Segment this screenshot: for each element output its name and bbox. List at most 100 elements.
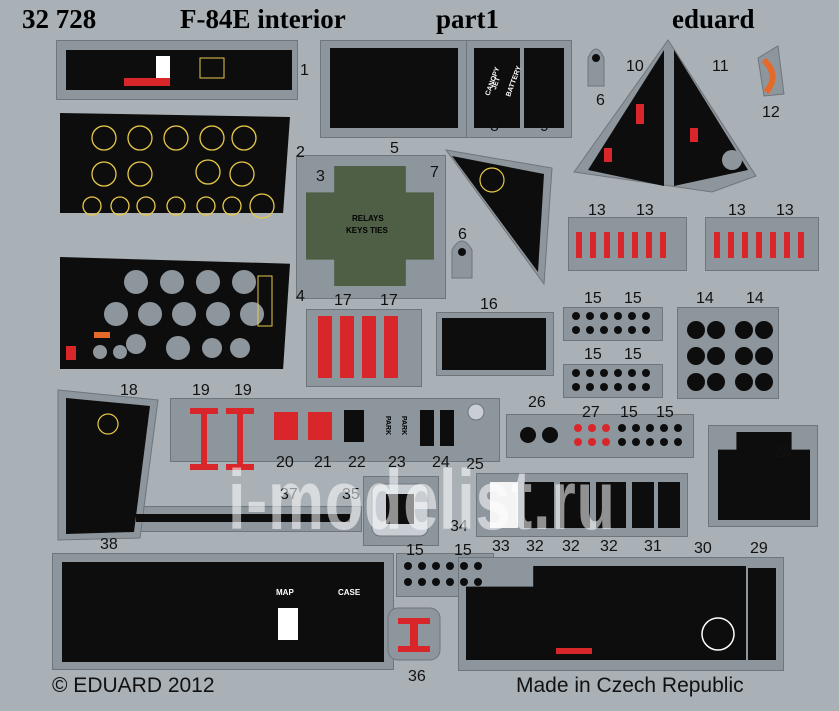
set-code: 32 728 (22, 4, 97, 34)
part-number: 21 (314, 454, 332, 471)
part-number: 7 (430, 164, 439, 181)
part-number: 15 (620, 404, 638, 421)
part-number: 32 (562, 538, 580, 555)
part-16-panel (442, 318, 546, 370)
part-13-switches (576, 232, 804, 258)
frame-part-6a (587, 48, 605, 87)
part-24a (420, 410, 434, 446)
part-4-red-mark (66, 346, 76, 360)
set-part: part1 (436, 4, 499, 34)
part-26-dial-1 (520, 427, 536, 443)
part-number: 14 (696, 290, 714, 307)
watermark: i-modelist.ru (228, 453, 616, 547)
part-1-yellow-box (199, 57, 225, 79)
part-number: 17 (380, 292, 398, 309)
part-number: 25 (466, 456, 484, 473)
part-number: 15 (656, 404, 674, 421)
part-29-panel (748, 568, 776, 660)
part-12-orange (761, 57, 776, 94)
part-number: 22 (348, 454, 366, 471)
brand-logo: eduard (672, 4, 755, 34)
part-number: 24 (432, 454, 450, 471)
part-32b (560, 482, 590, 528)
copyright-text: © EDUARD 2012 (52, 674, 215, 697)
part-30-red-strip (556, 648, 592, 654)
map-label: MAP (276, 588, 294, 597)
part-number: 12 (762, 104, 780, 121)
part-6a-hole (592, 54, 600, 62)
part-number: 6 (596, 92, 605, 109)
part-22 (344, 410, 364, 442)
part-33 (490, 482, 518, 528)
part-21 (308, 412, 332, 440)
part-9-panel (524, 48, 564, 128)
part-number: 2 (296, 144, 305, 161)
part-number: 28 (774, 444, 792, 461)
part-number: 15 (584, 290, 602, 307)
frame-part-6b (451, 240, 473, 279)
part-number: 13 (636, 202, 654, 219)
part-36-red (398, 618, 430, 652)
part-number: 15 (624, 290, 642, 307)
part-37-strip (136, 514, 350, 522)
part-number: 9 (540, 118, 549, 135)
part-31b (658, 482, 680, 528)
part-number: 37 (280, 486, 298, 503)
part-number: 32 (526, 538, 544, 555)
part-10-red-mark (636, 104, 644, 124)
keys-ties-label: KEYS TIES (346, 226, 388, 235)
part-number: 36 (408, 668, 426, 685)
part-31a (632, 482, 654, 528)
part-8-canopy-panel (474, 48, 520, 128)
part-32a (524, 482, 554, 528)
part-number: 27 (582, 404, 600, 421)
part-number: 19 (234, 382, 252, 399)
part-number: 16 (480, 296, 498, 313)
part-30-dial (701, 617, 735, 651)
part-38-panel (62, 562, 384, 662)
part-number: 31 (644, 538, 662, 555)
part-20 (274, 412, 298, 440)
relays-label: RELAYS (352, 214, 384, 223)
part-number: 38 (100, 536, 118, 553)
part-number: 30 (694, 540, 712, 557)
part-14-dots (687, 321, 773, 391)
part-35-face (386, 494, 414, 524)
part-number: 13 (776, 202, 794, 219)
part-number: 13 (728, 202, 746, 219)
part-number: 3 (316, 168, 325, 185)
part-number: 4 (296, 288, 305, 305)
part-26-dial-2 (542, 427, 558, 443)
part-number: 19 (192, 382, 210, 399)
part-11-dial (722, 150, 742, 170)
part-number: 26 (528, 394, 546, 411)
part-number: 29 (750, 540, 768, 557)
part-number: 32 (600, 538, 618, 555)
part-2-gauges (82, 125, 275, 219)
part-number: 33 (492, 538, 510, 555)
part-number: 1 (300, 62, 309, 79)
part-number: 6 (458, 226, 467, 243)
part-15-dots (404, 312, 682, 586)
part-number: 5 (390, 140, 399, 157)
part-1-white-block (156, 56, 170, 78)
part-number: 8 (490, 118, 499, 135)
part-1-panel (66, 50, 292, 90)
part-6b-hole (458, 248, 466, 256)
part-number: 20 (276, 454, 294, 471)
part-25 (467, 403, 485, 421)
part-8-panel (330, 48, 458, 128)
part-7-panel (452, 156, 544, 272)
part-4-holes (93, 270, 264, 360)
part-number: 15 (454, 542, 472, 559)
part-number: 13 (588, 202, 606, 219)
part-18-panel (66, 398, 150, 534)
part-number: 23 (388, 454, 406, 471)
part-4-orange-mark (94, 332, 110, 338)
part-11-red-mark (690, 128, 698, 142)
set-title: F-84E interior (180, 4, 346, 34)
frame-part-13a (568, 217, 687, 271)
part-17-switches (318, 316, 398, 378)
